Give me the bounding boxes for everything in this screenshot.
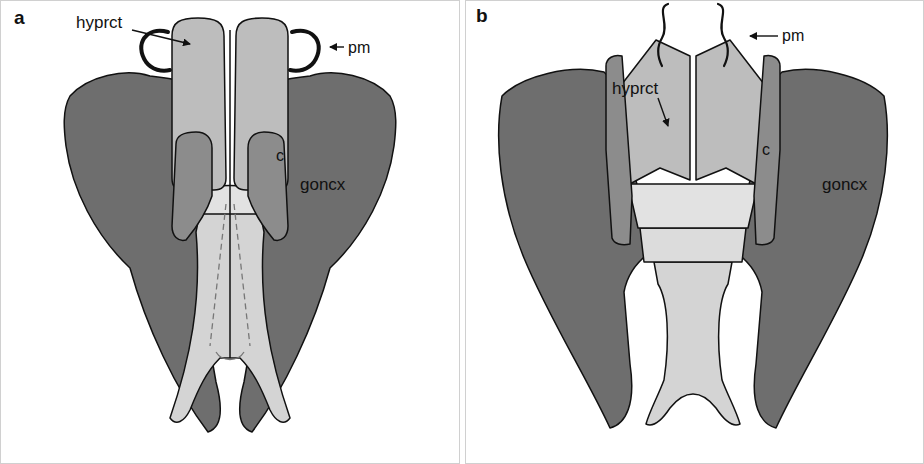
panel-frame [466,1,924,464]
panel-letter: a [14,8,25,27]
panel-frame [1,1,460,464]
part-label: pm [348,40,370,56]
aedeagus [628,184,758,425]
gonocoxite [499,69,888,428]
paramere [141,31,318,71]
hypoproct [622,40,764,186]
panel-letter: b [476,6,488,25]
part-label: hyprct [612,80,658,97]
internal-rod [210,204,250,360]
midline [229,30,231,358]
paramere [658,4,728,66]
part-label: goncx [822,176,867,193]
cercus [606,55,780,244]
leader-arrow [658,98,668,126]
leader-arrow [132,30,190,44]
part-label: c [276,148,284,164]
part-label: goncx [300,176,345,193]
leader-arrow [330,46,344,47]
leader-arrow [750,35,778,36]
part-label: c [762,142,770,158]
part-label: pm [782,28,804,44]
part-label: hyprct [76,14,122,31]
